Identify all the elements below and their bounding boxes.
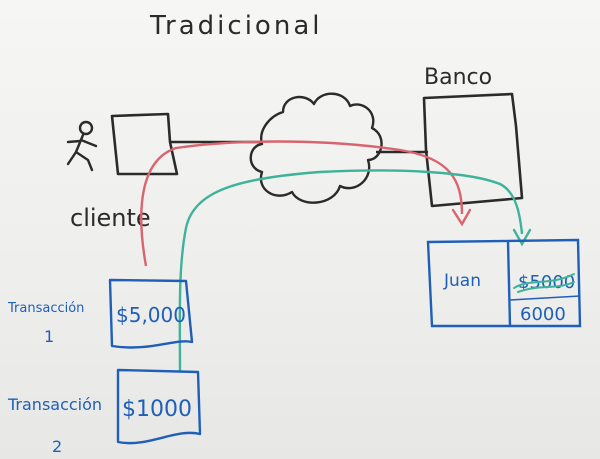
transaction-1-document <box>108 278 194 349</box>
transaction-2-label: Transacción <box>7 395 102 414</box>
flow-arrowhead-red <box>451 208 472 227</box>
transaction-1-amount: $5,000 <box>116 303 186 327</box>
bank-label: Banco <box>424 65 492 90</box>
transaction-2-document <box>116 368 202 445</box>
transaction-2-amount: $1000 <box>122 397 192 422</box>
strikethrough-mark <box>513 273 575 293</box>
flow-arrowhead-green <box>512 228 532 247</box>
bank-server <box>422 92 524 208</box>
person-icon <box>66 120 98 172</box>
diagram-title: Tradicional <box>149 11 322 41</box>
ledger-table <box>426 238 582 328</box>
transaction-2-number: 2 <box>52 437 62 456</box>
ledger-account-name: Juan <box>443 271 481 291</box>
flow-arrow-transaction-1 <box>140 140 464 267</box>
cloud-icon <box>249 92 383 204</box>
ledger-new-balance: 6000 <box>520 304 566 325</box>
transaction-1-label: Transacción <box>7 301 84 316</box>
client-label: cliente <box>70 204 151 232</box>
flow-arrow-transaction-2 <box>178 169 524 373</box>
client-device <box>110 112 179 176</box>
transaction-1-number: 1 <box>44 327 54 346</box>
